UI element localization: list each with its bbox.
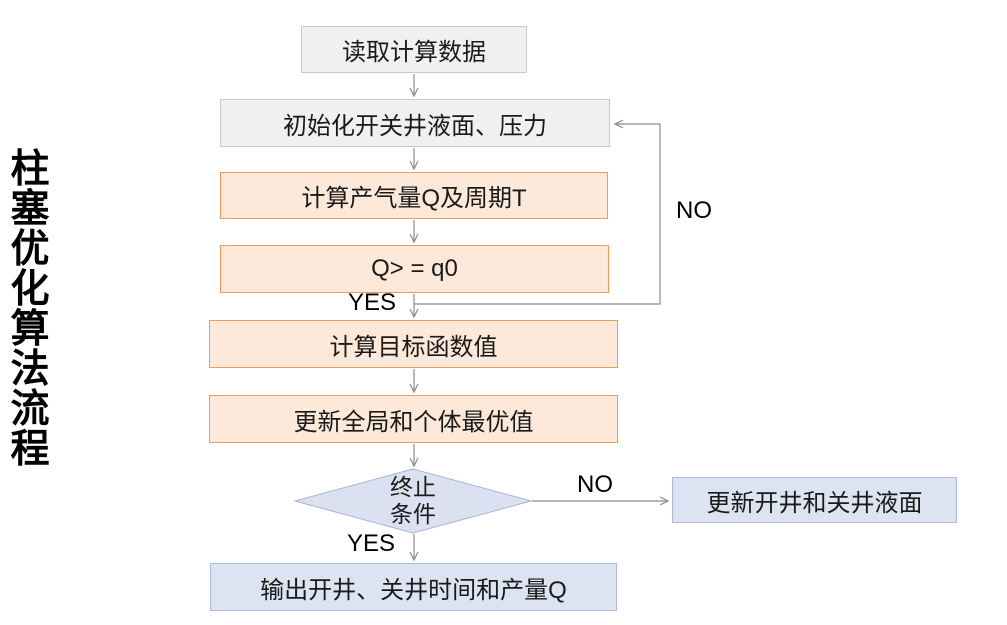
terminate-condition-line2: 条件 [390, 501, 436, 527]
node-calc-gas-label: 计算产气量Q及周期T [301, 185, 527, 212]
node-update-best: 更新全局和个体最优值 [209, 395, 618, 443]
node-terminate-condition-label: 终止 条件 [353, 474, 473, 528]
node-read-data: 读取计算数据 [301, 26, 527, 73]
node-update-well-levels-label: 更新开井和关井液面 [706, 489, 923, 517]
node-calc-objective-label: 计算目标函数值 [329, 333, 498, 361]
edge-label-qcheck-yes: YES [347, 289, 396, 316]
node-output-result-label: 输出开井、关井时间和产量Q [260, 576, 567, 604]
node-output-result: 输出开井、关井时间和产量Q [210, 563, 617, 611]
node-q-check-label: Q> = q0 [371, 255, 458, 282]
node-q-check: Q> = q0 [220, 245, 609, 293]
terminate-condition-line1: 终止 [390, 474, 436, 500]
node-update-best-label: 更新全局和个体最优值 [293, 408, 534, 436]
node-read-data-label: 读取计算数据 [342, 39, 486, 66]
node-init-levels: 初始化开关井液面、压力 [220, 99, 610, 147]
edge-label-qcheck-no: NO [676, 197, 712, 224]
diagram-title: 柱塞优化算法流程 [10, 148, 50, 471]
node-init-levels-label: 初始化开关井液面、压力 [283, 112, 547, 140]
node-calc-objective: 计算目标函数值 [209, 320, 618, 368]
edge-label-terminate-no: NO [577, 471, 613, 498]
node-terminate-condition [293, 468, 533, 534]
arrow-qcheck-no-loop-to-init [414, 119, 661, 305]
node-calc-gas: 计算产气量Q及周期T [220, 172, 608, 219]
edge-label-terminate-yes: YES [346, 530, 395, 557]
node-update-well-levels: 更新开井和关井液面 [672, 477, 957, 523]
